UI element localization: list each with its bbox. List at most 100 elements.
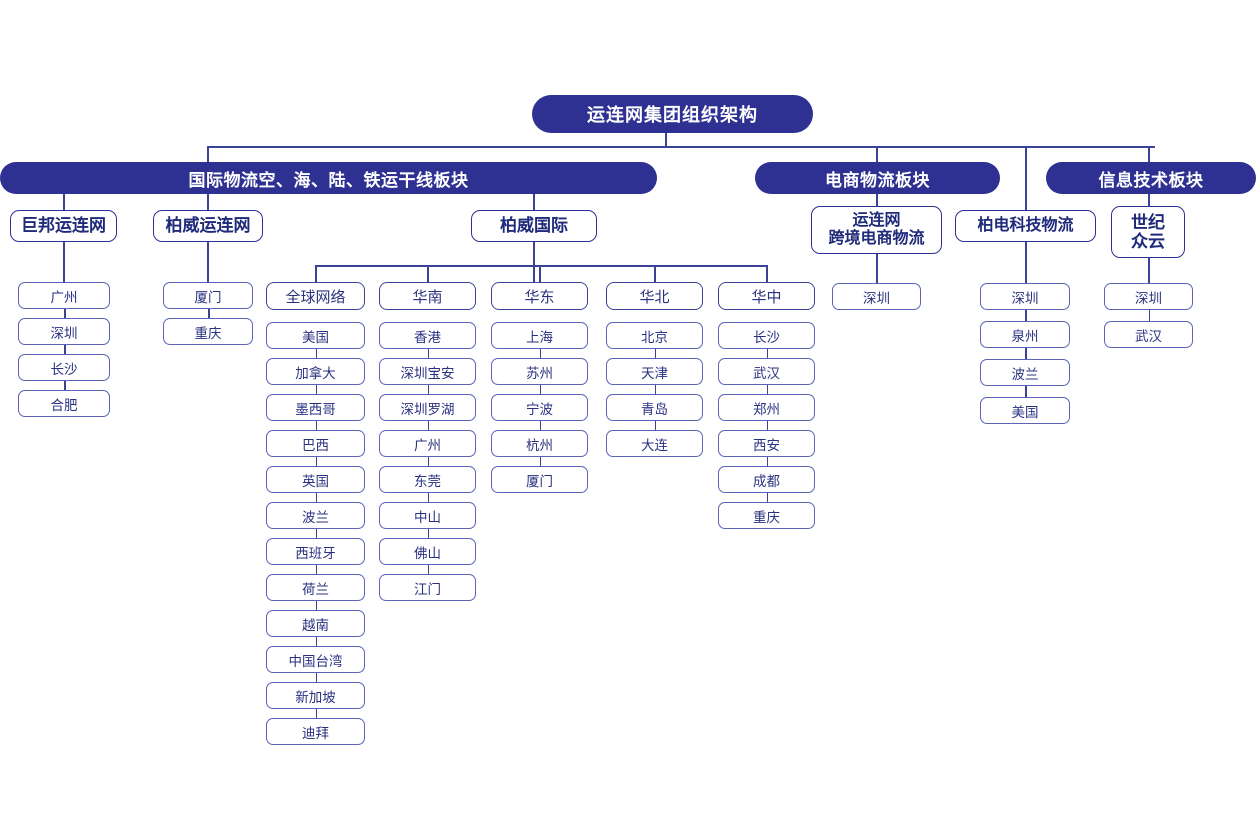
leaf-city-bowei-yunlianwang-2[interactable]: 重庆 xyxy=(163,318,253,345)
company-box-bowei-yunlianwang[interactable]: 柏威运连网 xyxy=(153,210,263,242)
leaf-city-label: 成都 xyxy=(753,473,780,489)
connector-leaf-global-network-7 xyxy=(315,565,317,574)
leaf-city-east-china-4[interactable]: 杭州 xyxy=(491,430,588,457)
leaf-city-label: 英国 xyxy=(302,473,329,489)
connector-leaf-jubang-3 xyxy=(64,381,66,390)
leaf-city-label: 荷兰 xyxy=(302,581,329,597)
connector-leaf-baidian-tech-logistics-2 xyxy=(1025,348,1027,359)
connector-baidian-to-cities xyxy=(1025,242,1027,283)
leaf-city-south-china-7[interactable]: 佛山 xyxy=(379,538,476,565)
leaf-city-east-china-1[interactable]: 上海 xyxy=(491,322,588,349)
root-node-group-org-structure[interactable]: 运连网集团组织架构 xyxy=(532,95,813,133)
leaf-city-north-china-4[interactable]: 大连 xyxy=(606,430,703,457)
leaf-city-south-china-3[interactable]: 深圳罗湖 xyxy=(379,394,476,421)
connector-region-drop-north xyxy=(654,265,656,282)
leaf-city-north-china-2[interactable]: 天津 xyxy=(606,358,703,385)
region-header-south-china[interactable]: 华南 xyxy=(379,282,476,310)
leaf-city-label: 波兰 xyxy=(1011,366,1039,382)
leaf-city-jubang-4[interactable]: 合肥 xyxy=(18,390,110,417)
leaf-city-global-network-8[interactable]: 荷兰 xyxy=(266,574,365,601)
leaf-city-jubang-3[interactable]: 长沙 xyxy=(18,354,110,381)
leaf-city-global-network-11[interactable]: 新加坡 xyxy=(266,682,365,709)
leaf-city-global-network-7[interactable]: 西班牙 xyxy=(266,538,365,565)
leaf-city-global-network-4[interactable]: 巴西 xyxy=(266,430,365,457)
region-header-central-china[interactable]: 华中 xyxy=(718,282,815,310)
leaf-city-label: 上海 xyxy=(526,329,553,345)
leaf-city-central-china-1[interactable]: 长沙 xyxy=(718,322,815,349)
leaf-city-global-network-10[interactable]: 中国台湾 xyxy=(266,646,365,673)
connector-leaf-south-china-2 xyxy=(427,385,429,394)
connector-leaf-global-network-9 xyxy=(315,637,317,646)
leaf-city-east-china-5[interactable]: 厦门 xyxy=(491,466,588,493)
connector-leaf-global-network-6 xyxy=(315,529,317,538)
connector-region-drop-south xyxy=(427,265,429,282)
leaf-city-global-network-3[interactable]: 墨西哥 xyxy=(266,394,365,421)
leaf-city-label: 深圳 xyxy=(1135,290,1162,306)
leaf-city-label: 北京 xyxy=(641,329,668,345)
company-box-jubang[interactable]: 巨邦运连网 xyxy=(10,210,117,242)
connector-leaf-global-network-3 xyxy=(315,421,317,430)
company-box-shiji-zhongyun-line1: 世纪 xyxy=(1131,212,1165,232)
leaf-city-global-network-12[interactable]: 迪拜 xyxy=(266,718,365,745)
leaf-city-shiji-zhongyun-2[interactable]: 武汉 xyxy=(1104,321,1193,348)
connector-div1-to-bowei-ylw xyxy=(207,194,209,210)
leaf-city-south-china-8[interactable]: 江门 xyxy=(379,574,476,601)
leaf-city-label: 加拿大 xyxy=(295,365,336,381)
region-header-global-network[interactable]: 全球网络 xyxy=(266,282,365,310)
leaf-city-south-china-2[interactable]: 深圳宝安 xyxy=(379,358,476,385)
connector-leaf-south-china-7 xyxy=(427,565,429,574)
company-box-shiji-zhongyun[interactable]: 世纪 众云 xyxy=(1111,206,1185,258)
leaf-city-baidian-tech-logistics-2[interactable]: 泉州 xyxy=(980,321,1070,348)
leaf-city-bowei-yunlianwang-1[interactable]: 厦门 xyxy=(163,282,253,309)
leaf-city-label: 泉州 xyxy=(1011,328,1039,344)
region-header-north-china[interactable]: 华北 xyxy=(606,282,703,310)
leaf-city-central-china-6[interactable]: 重庆 xyxy=(718,502,815,529)
leaf-city-south-china-5[interactable]: 东莞 xyxy=(379,466,476,493)
leaf-city-ylw-cross-border-1[interactable]: 深圳 xyxy=(832,283,921,310)
leaf-city-central-china-2[interactable]: 武汉 xyxy=(718,358,815,385)
leaf-city-shiji-zhongyun-1[interactable]: 深圳 xyxy=(1104,283,1193,310)
leaf-city-central-china-4[interactable]: 西安 xyxy=(718,430,815,457)
root-node-label: 运连网集团组织架构 xyxy=(587,105,758,125)
connector-leaf-bowei-yunlianwang-1 xyxy=(208,309,210,318)
company-box-ylw-cross-border[interactable]: 运连网 跨境电商物流 xyxy=(811,206,942,254)
connector-region-drop-central xyxy=(766,265,768,282)
leaf-city-global-network-6[interactable]: 波兰 xyxy=(266,502,365,529)
leaf-city-central-china-3[interactable]: 郑州 xyxy=(718,394,815,421)
leaf-city-north-china-1[interactable]: 北京 xyxy=(606,322,703,349)
leaf-city-global-network-5[interactable]: 英国 xyxy=(266,466,365,493)
connector-div3-to-shiji-zhongyun xyxy=(1148,194,1150,206)
leaf-city-east-china-3[interactable]: 宁波 xyxy=(491,394,588,421)
leaf-city-label: 重庆 xyxy=(194,325,222,341)
company-box-ylw-cross-border-line2: 跨境电商物流 xyxy=(828,230,925,247)
leaf-city-north-china-3[interactable]: 青岛 xyxy=(606,394,703,421)
connector-leaf-east-china-3 xyxy=(539,421,541,430)
leaf-city-baidian-tech-logistics-1[interactable]: 深圳 xyxy=(980,283,1070,310)
leaf-city-central-china-5[interactable]: 成都 xyxy=(718,466,815,493)
connector-leaf-shiji-zhongyun-1 xyxy=(1148,310,1150,321)
leaf-city-label: 天津 xyxy=(641,365,668,381)
connector-jubang-to-cities xyxy=(63,242,65,282)
leaf-city-south-china-6[interactable]: 中山 xyxy=(379,502,476,529)
leaf-city-global-network-1[interactable]: 美国 xyxy=(266,322,365,349)
connector-leaf-south-china-1 xyxy=(427,349,429,358)
leaf-city-global-network-2[interactable]: 加拿大 xyxy=(266,358,365,385)
leaf-city-south-china-1[interactable]: 香港 xyxy=(379,322,476,349)
division-bar-ecommerce-logistics[interactable]: 电商物流板块 xyxy=(755,162,1000,194)
leaf-city-east-china-2[interactable]: 苏州 xyxy=(491,358,588,385)
company-box-baidian-tech-logistics[interactable]: 柏电科技物流 xyxy=(955,210,1096,242)
connector-region-bus xyxy=(315,265,766,267)
company-box-bowei-international[interactable]: 柏威国际 xyxy=(471,210,597,242)
leaf-city-baidian-tech-logistics-4[interactable]: 美国 xyxy=(980,397,1070,424)
leaf-city-baidian-tech-logistics-3[interactable]: 波兰 xyxy=(980,359,1070,386)
leaf-city-south-china-4[interactable]: 广州 xyxy=(379,430,476,457)
leaf-city-label: 广州 xyxy=(50,289,78,305)
connector-leaf-jubang-2 xyxy=(64,345,66,354)
region-header-east-china[interactable]: 华东 xyxy=(491,282,588,310)
division-bar-information-technology[interactable]: 信息技术板块 xyxy=(1046,162,1256,194)
company-box-baidian-tech-logistics-label: 柏电科技物流 xyxy=(977,217,1074,235)
leaf-city-jubang-2[interactable]: 深圳 xyxy=(18,318,110,345)
leaf-city-jubang-1[interactable]: 广州 xyxy=(18,282,110,309)
leaf-city-global-network-9[interactable]: 越南 xyxy=(266,610,365,637)
division-bar-intl-logistics[interactable]: 国际物流空、海、陆、铁运干线板块 xyxy=(0,162,657,194)
